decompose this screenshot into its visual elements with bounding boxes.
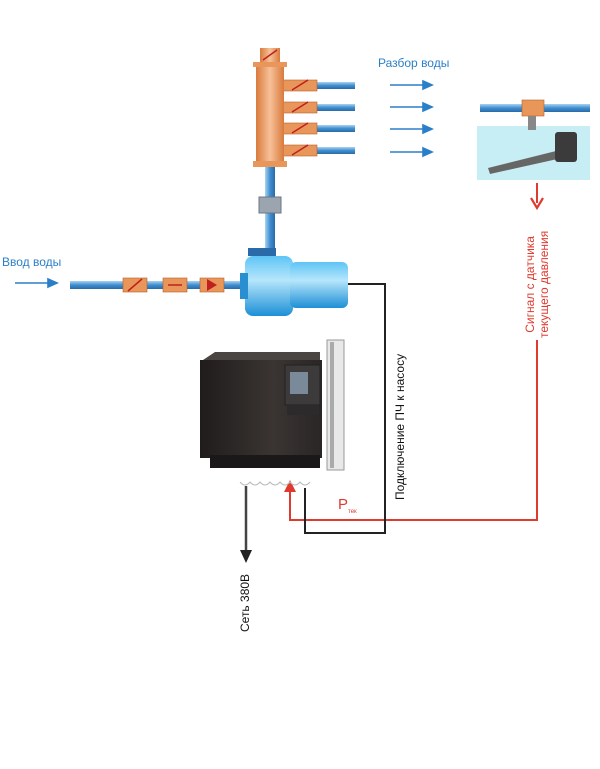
pressure-label: Pтек — [338, 496, 357, 515]
flow-arrows — [15, 79, 434, 289]
mains-label: Сеть 380В — [238, 573, 252, 632]
pressure-sensor — [477, 99, 590, 180]
riser-valve — [258, 196, 282, 214]
pump-power-line — [304, 283, 386, 534]
manifold — [253, 48, 287, 167]
outlet-valves — [282, 79, 318, 157]
mains-line — [240, 486, 252, 563]
frequency-converter — [200, 339, 345, 471]
terminal-wires — [239, 481, 311, 486]
inlet-pipe — [70, 281, 250, 289]
sensor-signal-line2: текущего давления — [537, 230, 551, 338]
inlet-valves — [122, 277, 225, 293]
pressure-symbol: P — [338, 496, 349, 513]
vfd-pump-connection-label: Подключение ПЧ к насосу — [393, 353, 407, 500]
sensor-signal-label: Сигнал с датчика текущего давления — [523, 231, 551, 338]
outlet-pipes — [285, 82, 355, 154]
pressure-subscript: тек — [348, 509, 357, 515]
water-outlet-label: Разбор воды — [378, 56, 450, 70]
water-inlet-label: Ввод воды — [2, 255, 62, 269]
pump — [240, 248, 348, 316]
sensor-signal-line1: Сигнал с датчика — [523, 236, 537, 333]
signal-line — [284, 183, 544, 521]
